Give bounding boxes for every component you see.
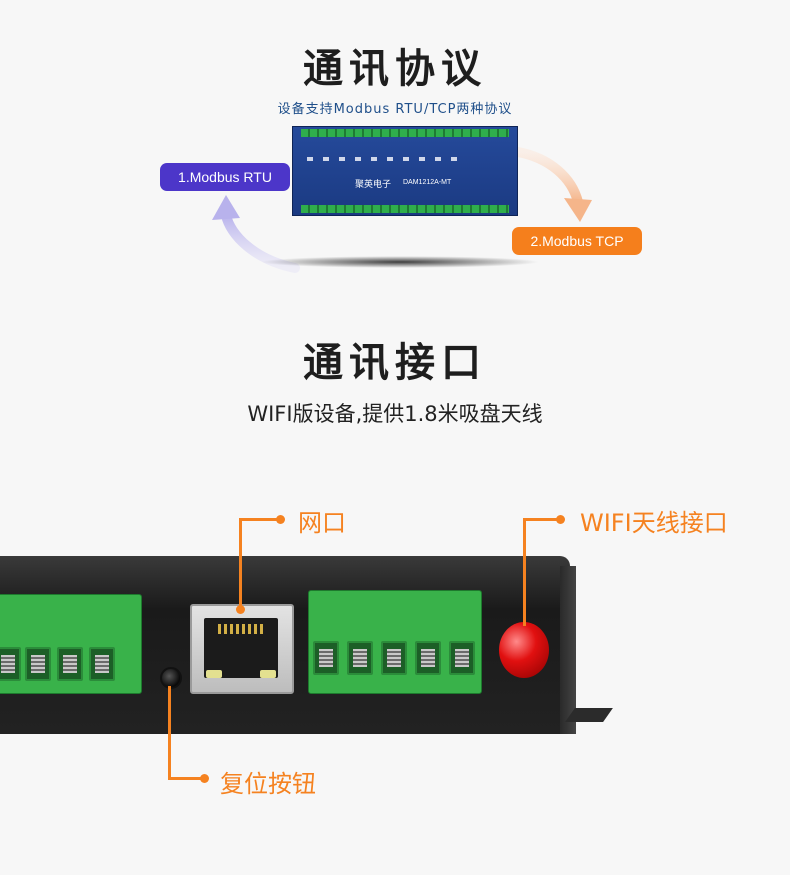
- terminal-slot: [57, 647, 83, 681]
- device-shadow: [260, 256, 540, 268]
- terminal-slot: [25, 647, 51, 681]
- rj45-socket: [204, 618, 278, 678]
- terminal-slot: [347, 641, 373, 675]
- left-terminal-block: [0, 594, 142, 694]
- modbus-rtu-badge: 1.Modbus RTU: [160, 163, 290, 191]
- device-brand: 聚英电子: [355, 180, 392, 190]
- interface-title: 通讯接口: [303, 340, 487, 386]
- reset-button[interactable]: [160, 667, 182, 689]
- reset-button-label: 复位按钮: [220, 770, 316, 798]
- reset-callout-line-v: [168, 686, 171, 778]
- chassis-side: [560, 566, 576, 734]
- tcp-arrow-icon: [513, 147, 592, 222]
- network-callout-line-v: [239, 518, 242, 613]
- rj45-led-left: [206, 670, 222, 678]
- rj45-led-right: [260, 670, 276, 678]
- antenna-callout-dot: [556, 515, 565, 524]
- terminal-slot: [449, 641, 475, 675]
- protocol-subtitle: 设备支持Modbus RTU/TCP两种协议: [277, 102, 513, 117]
- network-callout-dot: [276, 515, 285, 524]
- terminal-slot: [0, 647, 21, 681]
- rj45-pins: [218, 624, 264, 634]
- wifi-antenna-label: WIFI天线接口: [580, 509, 728, 537]
- device-image: 聚英电子 DAM1212A-MT: [292, 126, 518, 216]
- network-port[interactable]: [190, 604, 294, 694]
- device-model: DAM1212A-MT: [403, 179, 452, 186]
- terminal-slot: [381, 641, 407, 675]
- network-callout-dot-end: [236, 605, 245, 614]
- antenna-callout-line-v: [523, 518, 526, 626]
- terminal-slot: [89, 647, 115, 681]
- protocol-title: 通讯协议: [303, 46, 487, 92]
- led-row: [307, 157, 457, 161]
- modbus-tcp-badge: 2.Modbus TCP: [512, 227, 642, 255]
- right-terminal-block: [308, 590, 482, 694]
- mounting-bracket: [565, 708, 613, 722]
- wifi-antenna-connector[interactable]: [499, 622, 549, 678]
- interface-subtitle: WIFI版设备,提供1.8米吸盘天线: [247, 402, 543, 426]
- bottom-terminal-row: [301, 205, 509, 213]
- reset-callout-line-h: [168, 777, 204, 780]
- terminal-slot: [415, 641, 441, 675]
- top-terminal-row: [301, 129, 509, 137]
- reset-callout-dot: [200, 774, 209, 783]
- rtu-arrow-icon: [212, 195, 300, 273]
- antenna-callout-line-h: [524, 518, 560, 521]
- network-callout-line-h: [240, 518, 280, 521]
- terminal-slot: [313, 641, 339, 675]
- network-port-label: 网口: [298, 509, 346, 537]
